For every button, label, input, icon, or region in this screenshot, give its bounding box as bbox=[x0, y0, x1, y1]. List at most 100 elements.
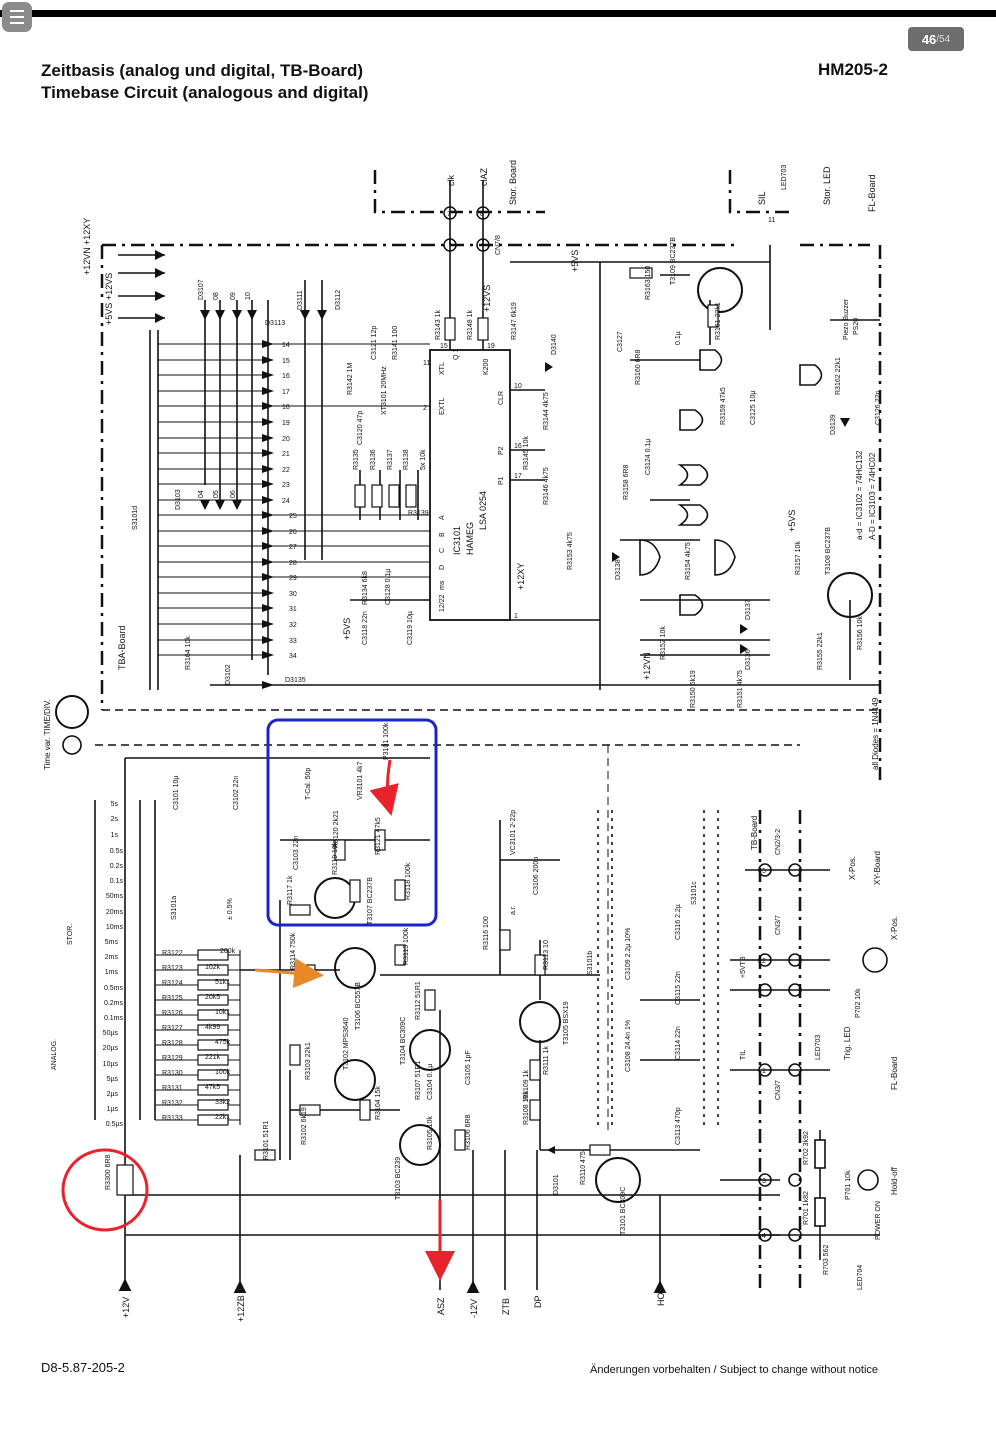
r3146: R3146 4k75 bbox=[543, 467, 550, 505]
c3126: C3126 22n bbox=[875, 391, 882, 425]
diode-pin-23: 23 bbox=[282, 482, 290, 489]
red-arrow-top bbox=[369, 759, 399, 816]
ic-pin-xtl: XTL bbox=[439, 362, 446, 375]
rc-v3126: 10k1 bbox=[215, 1009, 230, 1016]
diode-pin-18: 18 bbox=[282, 404, 290, 411]
x-pos: X-Pos. bbox=[848, 856, 857, 880]
ic-pin-17: 17 bbox=[514, 473, 522, 480]
label-d3111: D3111 bbox=[297, 290, 304, 310]
r3118: R3118 100k bbox=[405, 862, 412, 900]
diodes-note: all Diodes = 1N4149 bbox=[871, 697, 880, 770]
r3158: R3158 6R8 bbox=[623, 464, 630, 500]
label-p12xy-mid: +12XY bbox=[516, 563, 526, 590]
c3125: C3125 10µ bbox=[750, 391, 757, 425]
tba-board: TBA-Board bbox=[117, 625, 127, 670]
label-p12vn: +12VN bbox=[82, 247, 92, 275]
led703b: LED703 bbox=[815, 1035, 822, 1060]
ic-part: LSA 0254 bbox=[478, 491, 488, 530]
menu-button[interactable] bbox=[2, 2, 32, 32]
c3119: C3119 10µ bbox=[407, 611, 414, 645]
r3120: R3120 2k21 bbox=[333, 810, 340, 848]
r3114: R3114 750k bbox=[290, 932, 297, 970]
time-div-label[interactable]: Time var. TIME/DIV. bbox=[43, 699, 52, 770]
rc-r3128: R3128 bbox=[162, 1040, 183, 1047]
p702: P702 10k bbox=[855, 988, 862, 1018]
out-p12v: +12V bbox=[121, 1297, 131, 1318]
t3109: T3109 BC237B bbox=[670, 237, 677, 285]
c3127-value: 0.1µ bbox=[675, 331, 682, 345]
t3101: T3101 BC309C bbox=[620, 1187, 627, 1235]
red-highlight-circle bbox=[61, 1148, 149, 1232]
label-analog: ANALOG. bbox=[51, 1039, 58, 1070]
r3150: R3150 6k19 bbox=[690, 670, 697, 708]
ic-pin-19: 19 bbox=[487, 343, 495, 350]
power-on: POWER ON bbox=[875, 1201, 882, 1240]
r-5x10k: 5x 10k bbox=[420, 449, 427, 470]
r3103: R3103 22k1 bbox=[305, 1042, 312, 1080]
tdiv-1ms: 1ms bbox=[105, 969, 119, 976]
t3102: T3102 MPS3640 bbox=[343, 1017, 350, 1070]
ic-pin-c: C bbox=[439, 548, 446, 553]
diode-pin-15: 15 bbox=[282, 358, 290, 365]
tdiv-20ms: 20ms bbox=[106, 909, 124, 916]
diode-pin-29: 29 bbox=[289, 575, 297, 582]
ic-pin-extl: EXTL bbox=[439, 397, 446, 415]
tdiv-10us: 10µs bbox=[103, 1061, 119, 1068]
rc-r3122: R3122 bbox=[162, 950, 183, 957]
page-counter: 46/54 bbox=[908, 27, 964, 51]
r3161: R3161 22k1 bbox=[715, 302, 722, 340]
c3121: C3121 12p bbox=[371, 326, 378, 360]
conn-pin-4: 4 bbox=[762, 1233, 766, 1240]
out-dp: DP bbox=[533, 1295, 543, 1308]
t3105: T3105 BSX19 bbox=[563, 1001, 570, 1045]
tdiv-1s: 1s bbox=[111, 832, 119, 839]
r3151: R3151 4k75 bbox=[737, 670, 744, 708]
diode-pin-22: 22 bbox=[282, 467, 290, 474]
rc-v3130: 100k bbox=[215, 1069, 231, 1076]
diode-pin-34: 34 bbox=[289, 653, 297, 660]
ic-pin-10: 10 bbox=[514, 383, 522, 390]
top-border bbox=[0, 10, 996, 17]
r3160: R3160 6R8 bbox=[635, 349, 642, 385]
rc-r3123: R3123 bbox=[162, 965, 183, 972]
til: TIL bbox=[740, 1050, 747, 1060]
r3164: R3164 10k bbox=[185, 636, 192, 670]
label-az: a.r. bbox=[510, 905, 517, 915]
rc-v3133: 22k1 bbox=[215, 1114, 230, 1121]
diode-pin-33: 33 bbox=[289, 638, 297, 645]
r3138: R3138 bbox=[403, 449, 410, 470]
label-m5vs: +5VS bbox=[342, 618, 352, 640]
rc-r3126: R3126 bbox=[162, 1010, 183, 1017]
c3101: C3101 10µ bbox=[173, 776, 180, 810]
label-p5vs-right: +5VS bbox=[787, 510, 797, 532]
rc-r3133: R3133 bbox=[162, 1115, 183, 1122]
ic-pin-15: 15 bbox=[440, 343, 448, 350]
r3143: R3143 1k bbox=[435, 310, 442, 340]
ic-pin-p2: P2 bbox=[498, 446, 505, 455]
r3106: R3106 6R8 bbox=[465, 1114, 472, 1150]
r3157: R3157 10k bbox=[795, 541, 802, 575]
r3107: R3107 51R1 bbox=[415, 1061, 422, 1100]
d3136: D3136 bbox=[745, 649, 752, 670]
tdiv-5s: 5s bbox=[111, 801, 119, 808]
page-title: Zeitbasis (analog und digital, TB-Board)… bbox=[41, 60, 368, 104]
c3127: C3127 bbox=[617, 331, 624, 352]
r3163: R3163 150 bbox=[645, 266, 652, 300]
ic-pin-2: 2 bbox=[423, 405, 427, 412]
label-d3112: D3112 bbox=[335, 290, 342, 310]
label-pin8: 8 bbox=[480, 211, 484, 218]
d3101: D3101 bbox=[553, 1174, 560, 1195]
r3105: R3105 10k bbox=[427, 1116, 434, 1150]
r3116: R3116 100 bbox=[483, 916, 490, 950]
conn-pin-5: 5 bbox=[762, 868, 766, 875]
rc-v3122: 200k bbox=[220, 948, 236, 955]
r3139: R3139 bbox=[408, 510, 429, 517]
rc-v3125: 20k5 bbox=[205, 994, 220, 1001]
diode-pin-21: 21 bbox=[282, 451, 290, 458]
conn-pin-2: 2 bbox=[762, 958, 766, 965]
c3104: C3104 0.1µ bbox=[427, 1064, 434, 1100]
out-m12v: -12V bbox=[469, 1299, 479, 1318]
out-ztb: ZTB bbox=[501, 1298, 511, 1315]
ic-pin-1: 1 bbox=[514, 613, 518, 620]
d3135: D3135 bbox=[285, 677, 306, 684]
